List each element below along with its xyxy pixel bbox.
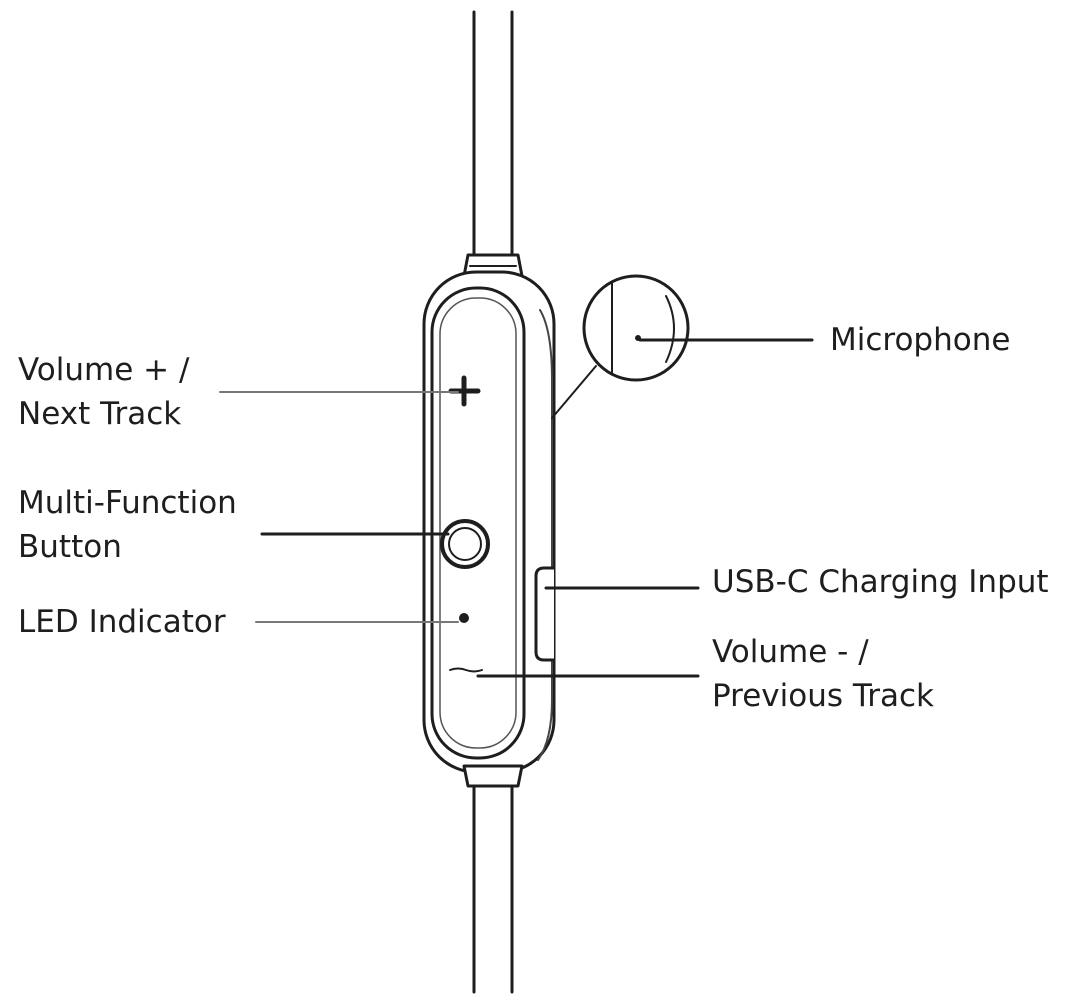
microphone-magnifier [551,274,690,419]
label-volume-down-line2: Previous Track [712,678,934,714]
label-volume-down: Volume - / Previous Track [712,630,934,718]
usb-c-port-icon [534,566,556,662]
multi-function-button-icon [440,519,490,569]
label-multi-function: Multi-Function Button [18,481,237,569]
led-indicator-icon [459,613,469,623]
label-volume-up: Volume + / Next Track [18,348,189,436]
label-microphone: Microphone [830,318,1010,362]
label-usb-c: USB-C Charging Input [712,560,1049,604]
label-led-indicator: LED Indicator [18,600,226,644]
label-volume-down-line1: Volume - / [712,634,869,670]
label-volume-up-line2: Next Track [18,396,182,432]
label-microphone-text: Microphone [830,322,1011,358]
label-multi-function-line1: Multi-Function [18,485,237,521]
label-multi-function-line2: Button [18,529,122,565]
upper-cable [472,10,514,257]
label-volume-up-line1: Volume + / [18,352,190,388]
volume-down-minus-icon [449,667,483,673]
lower-strain-relief [462,764,524,788]
lower-cable [472,784,514,994]
label-led-text: LED Indicator [18,604,226,640]
label-usb-c-text: USB-C Charging Input [712,564,1049,600]
